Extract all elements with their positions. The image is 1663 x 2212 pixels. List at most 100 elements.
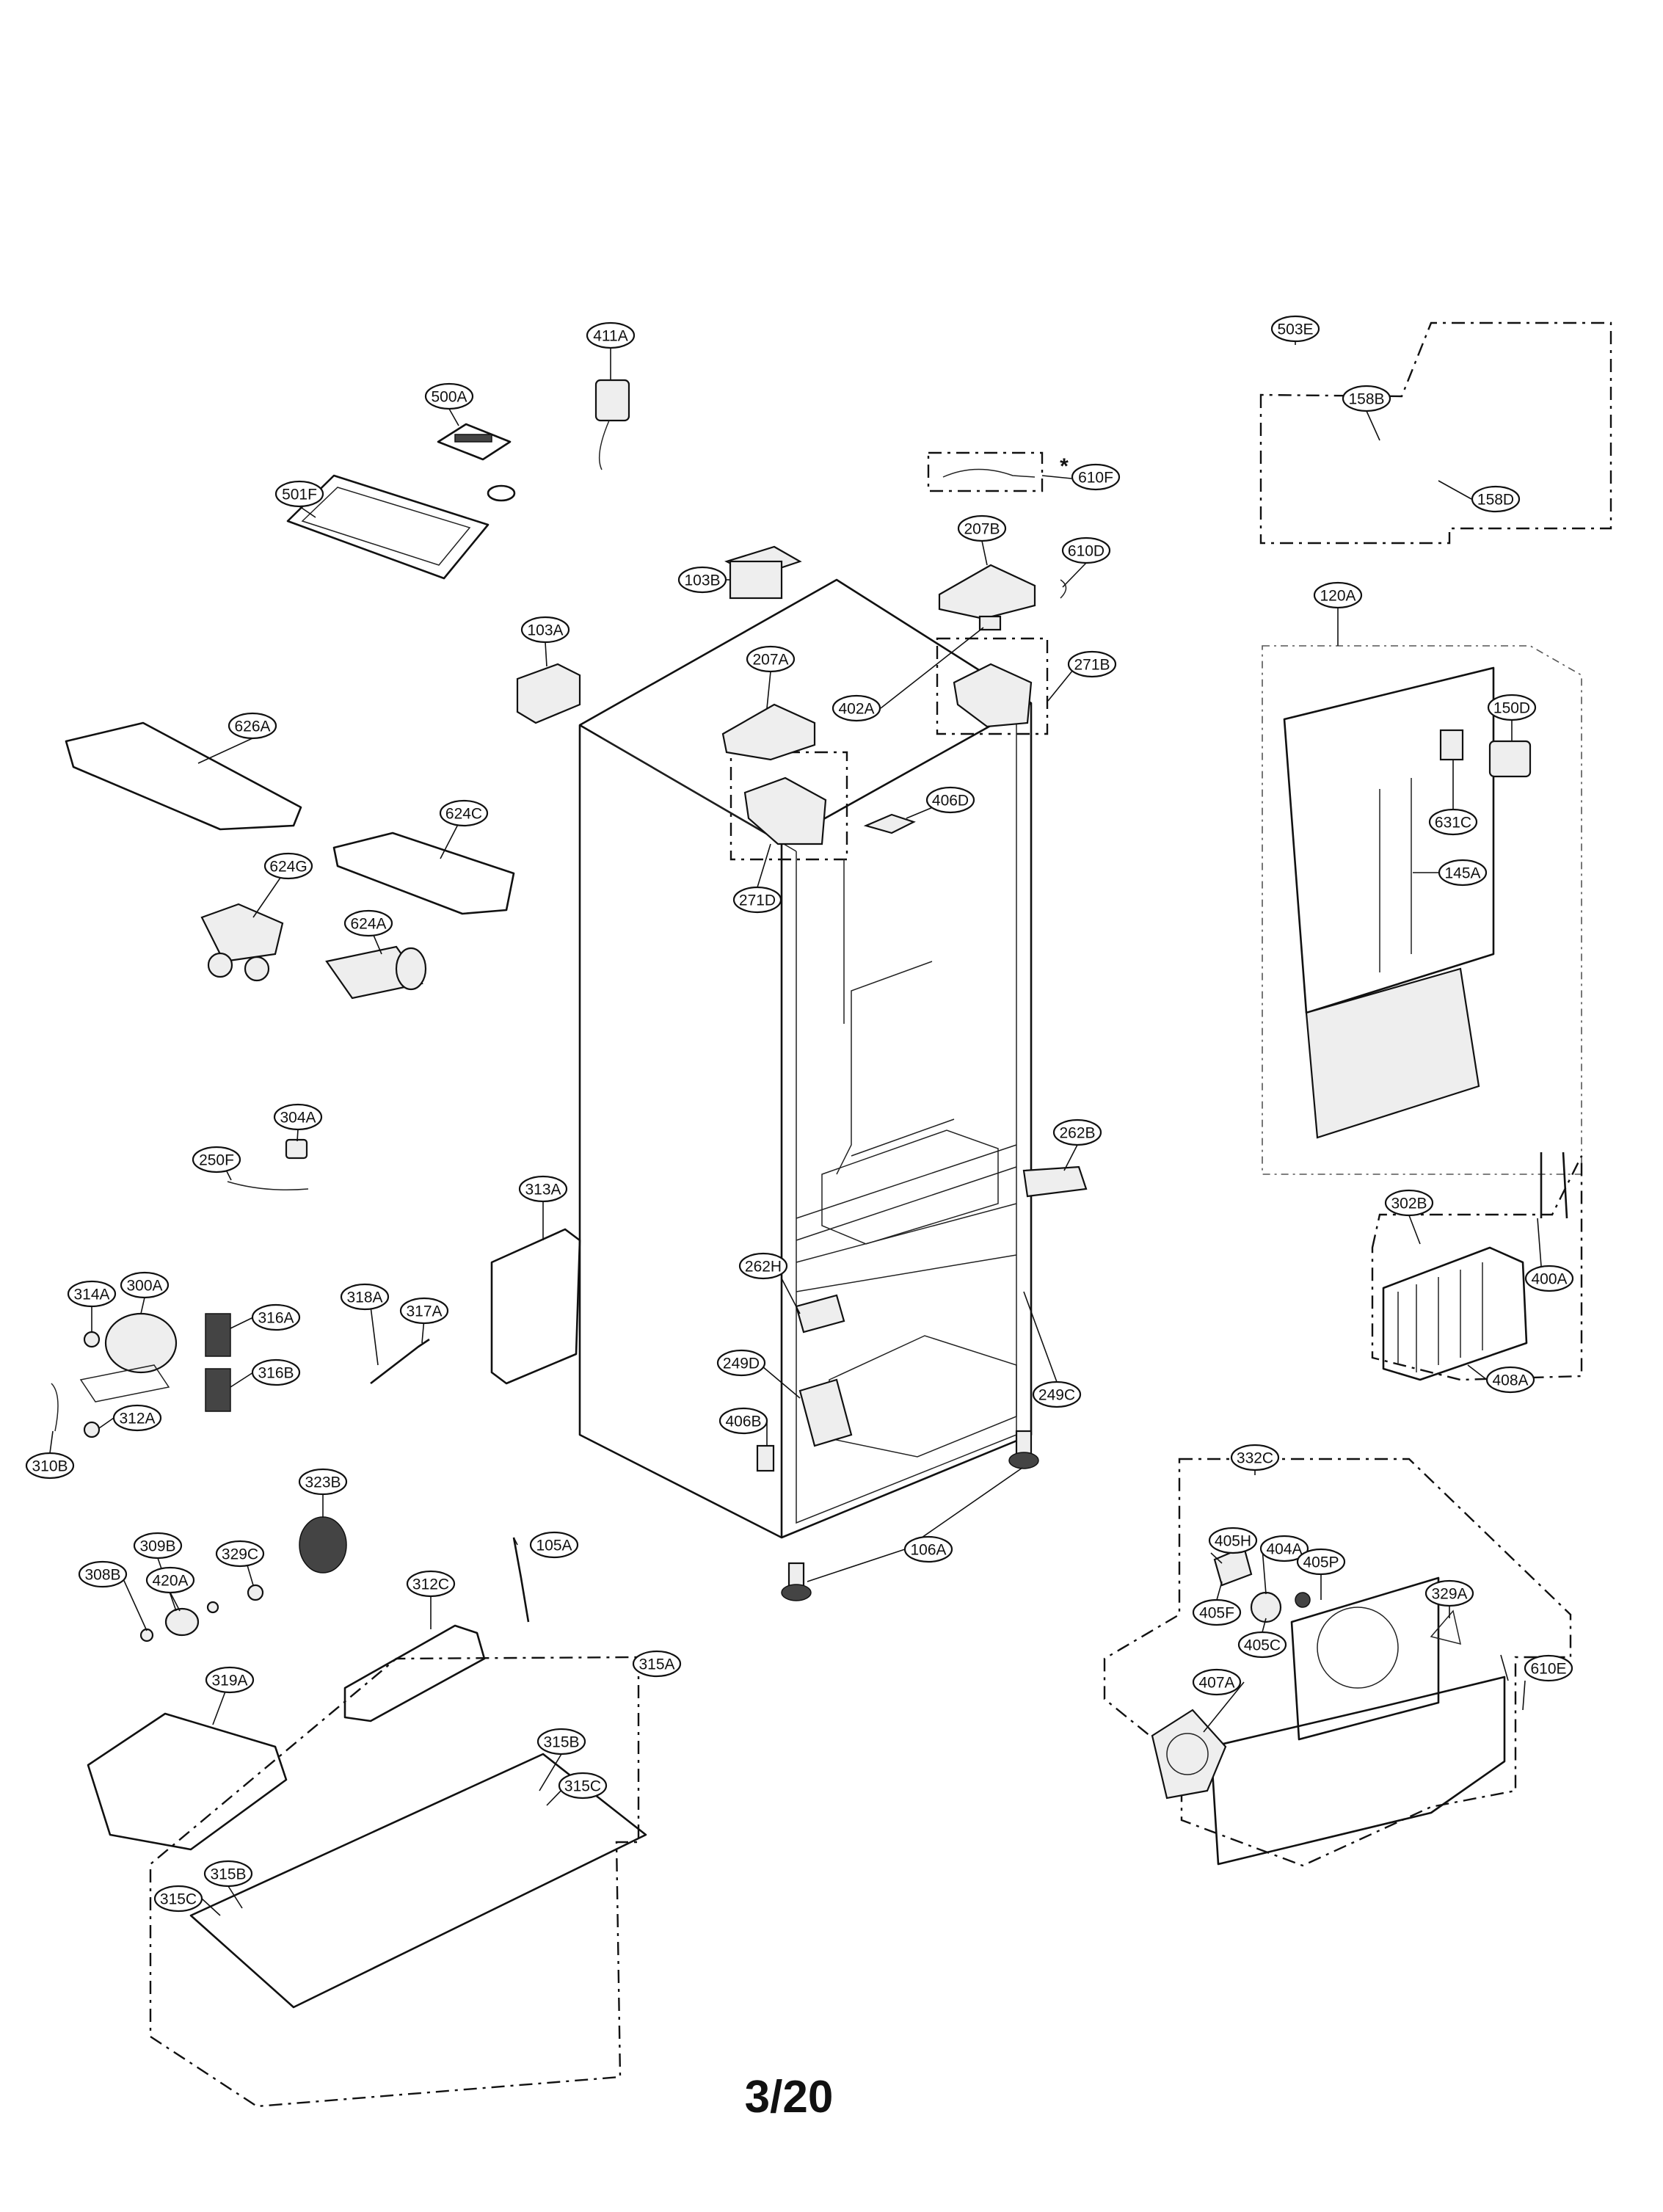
- callout-text: 624C: [445, 806, 482, 823]
- callout-label-406D: 406D: [925, 786, 975, 814]
- callout-label-302B: 302B: [1384, 1189, 1434, 1217]
- callout-label-316A: 316A: [251, 1303, 301, 1331]
- part-332C-sketch: [1151, 1546, 1506, 1866]
- callout-label-624C: 624C: [439, 799, 489, 827]
- callout-label-631C: 631C: [1428, 808, 1478, 836]
- callout-label-103A: 103A: [520, 616, 570, 644]
- callout-label-150D: 150D: [1487, 694, 1537, 721]
- part-262H-sketch: [795, 1294, 845, 1334]
- callout-text: 405C: [1244, 1637, 1281, 1654]
- callout-text: 250F: [199, 1152, 234, 1169]
- callout-text: 500A: [431, 389, 467, 406]
- callout-label-323B: 323B: [298, 1468, 348, 1496]
- callout-text: 312A: [119, 1411, 155, 1427]
- part-300A-sketch: [51, 1312, 178, 1438]
- group-outline-610F: [927, 451, 1044, 492]
- callout-text: 405F: [1199, 1605, 1234, 1622]
- group-outline-271B: [936, 637, 1049, 735]
- callout-text: 310B: [32, 1458, 68, 1475]
- callout-text: 262B: [1059, 1125, 1095, 1142]
- callout-text: 308B: [84, 1567, 120, 1584]
- callout-label-503E: 503E: [1270, 315, 1320, 343]
- callout-text: 315B: [210, 1866, 246, 1883]
- part-610F-sketch: [942, 468, 1036, 478]
- callout-text: 103B: [684, 572, 720, 589]
- callout-text: 309B: [139, 1538, 175, 1555]
- callout-text: 318A: [346, 1289, 382, 1306]
- callout-text: 406B: [725, 1414, 761, 1430]
- callout-text: 610F: [1078, 470, 1113, 487]
- callout-text: 624A: [350, 916, 386, 933]
- callout-label-411A: 411A: [586, 321, 636, 349]
- callout-label-309B: 309B: [133, 1532, 183, 1560]
- callout-text: 158D: [1477, 492, 1514, 509]
- part-312C-sketch: [343, 1624, 486, 1722]
- callout-text: 408A: [1492, 1372, 1528, 1389]
- callout-text: 150D: [1493, 700, 1530, 717]
- part-319A-sketch: [87, 1712, 288, 1851]
- callout-text: 316B: [258, 1365, 294, 1382]
- callout-label-312A: 312A: [112, 1404, 162, 1432]
- callout-label-312C: 312C: [406, 1570, 456, 1598]
- callout-label-319A: 319A: [205, 1666, 255, 1694]
- callout-label-145A: 145A: [1438, 859, 1488, 887]
- part-103B-sketch: [724, 545, 802, 600]
- callout-text: 106A: [910, 1542, 946, 1559]
- callout-label-300A: 300A: [120, 1271, 170, 1299]
- part-316A-sketch: [205, 1313, 231, 1357]
- part-624C-sketch: [332, 832, 515, 915]
- part-626A-sketch: [65, 721, 302, 831]
- callout-text: 405H: [1215, 1533, 1251, 1550]
- part-207A-sketch: [721, 703, 816, 761]
- part-262B-sketch: [1022, 1165, 1088, 1198]
- part-624A-sketch: [325, 945, 427, 1000]
- callout-label-315C-lower: 315C: [153, 1885, 203, 1913]
- callout-text: 610D: [1068, 543, 1105, 560]
- callout-text: 313A: [525, 1182, 561, 1198]
- callout-text: 249C: [1038, 1387, 1075, 1404]
- callout-text: 207B: [964, 521, 1000, 538]
- callout-label-250F: 250F: [192, 1146, 241, 1174]
- callout-text: 207A: [752, 652, 788, 669]
- part-105A-sketch: [512, 1537, 530, 1623]
- callout-text: 315B: [543, 1734, 579, 1751]
- callout-text: 105A: [536, 1538, 572, 1554]
- callout-text: 145A: [1444, 865, 1480, 882]
- callout-label-402A: 402A: [832, 694, 881, 722]
- callout-text: 610E: [1530, 1661, 1566, 1678]
- callout-label-405C: 405C: [1237, 1631, 1287, 1659]
- callout-label-610E: 610E: [1524, 1654, 1573, 1682]
- part-106A-sketch: [781, 1430, 1039, 1601]
- group-outline-332C: [1103, 1458, 1572, 1867]
- callout-text: 262H: [745, 1259, 782, 1276]
- callout-label-626A: 626A: [228, 712, 277, 740]
- callout-label-407A: 407A: [1192, 1668, 1242, 1696]
- group-outline-503E: [1259, 321, 1612, 545]
- callout-label-405P: 405P: [1296, 1548, 1346, 1576]
- part-304A-sketch: [285, 1138, 308, 1160]
- callout-text: 312C: [412, 1576, 449, 1593]
- callout-text: 626A: [234, 718, 270, 735]
- callout-label-317A: 317A: [399, 1297, 449, 1325]
- callout-label-610F: 610F: [1071, 463, 1121, 491]
- callout-label-103B: 103B: [677, 566, 727, 594]
- callout-text: 329A: [1431, 1586, 1467, 1603]
- part-250F-sketch: [227, 1181, 309, 1190]
- callout-text: 300A: [126, 1278, 162, 1295]
- part-406B-sketch: [756, 1444, 775, 1472]
- callout-label-158B: 158B: [1342, 385, 1391, 412]
- callout-text: 329C: [222, 1546, 258, 1563]
- callout-text: 315A: [638, 1656, 674, 1673]
- callout-label-310B: 310B: [25, 1452, 75, 1480]
- callout-label-314A: 314A: [67, 1280, 117, 1308]
- part-624G-sketch: [200, 903, 284, 982]
- part-411A-sketch: [594, 379, 630, 470]
- callout-text: 158B: [1348, 391, 1384, 408]
- asterisk-marker: *: [1060, 454, 1069, 479]
- callout-text: 304A: [280, 1110, 316, 1127]
- callout-text: 302B: [1391, 1196, 1427, 1212]
- callout-text: 317A: [406, 1303, 442, 1320]
- group-outline-120A: [1262, 645, 1582, 1175]
- callout-label-262H: 262H: [738, 1252, 788, 1280]
- callout-label-271D: 271D: [732, 886, 782, 914]
